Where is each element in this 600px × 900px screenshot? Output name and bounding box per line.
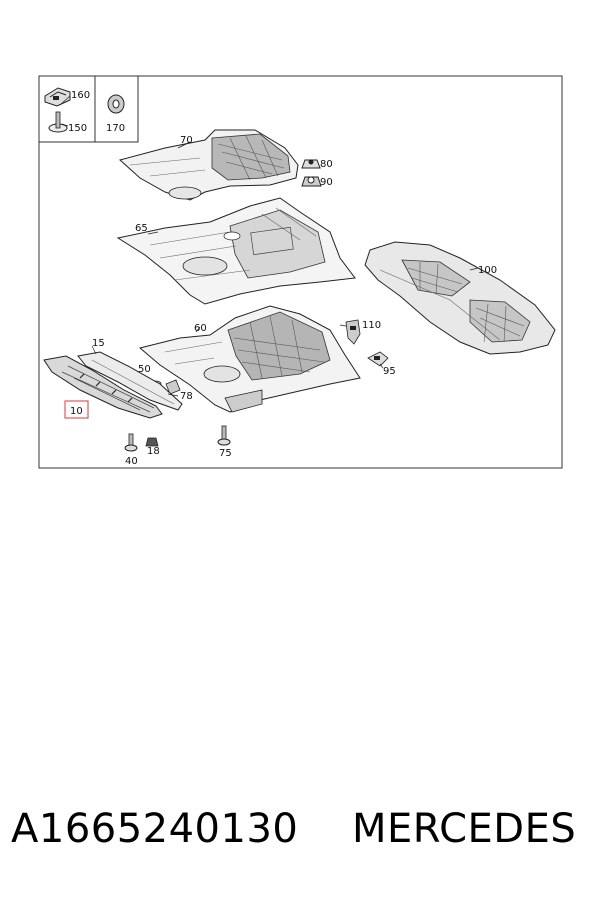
callout-60[interactable]: 60: [194, 323, 207, 334]
exploded-parts-diagram: 160 150 170 70 80 90 65 100 60 110 15 50…: [38, 75, 563, 469]
stud-150-icon: [48, 111, 68, 133]
nut-80-icon: [301, 159, 321, 169]
bolt-75-icon: [217, 425, 231, 446]
grommet-170-icon: [107, 94, 125, 114]
part-footer: A1665240130 MERCEDES: [0, 800, 600, 870]
callout-10[interactable]: 10: [70, 406, 83, 417]
callout-80[interactable]: 80: [320, 159, 333, 170]
callout-170[interactable]: 170: [106, 123, 125, 134]
callout-15[interactable]: 15: [92, 338, 105, 349]
bracket-110-icon: [345, 319, 361, 345]
callout-65[interactable]: 65: [135, 223, 148, 234]
panel-60-shape: [138, 305, 361, 413]
leader-lines: [59, 95, 479, 397]
clip-95-icon: [367, 351, 389, 367]
part-number: A1665240130: [11, 806, 299, 852]
hardware-inset-box: [39, 76, 139, 143]
panel-100-shape: [364, 241, 556, 355]
callout-110[interactable]: 110: [362, 320, 381, 331]
panel-70-shape: [118, 129, 299, 201]
bolt-40-icon: [124, 433, 138, 452]
callout-78[interactable]: 78: [180, 391, 193, 402]
callout-10-highlight[interactable]: [64, 400, 89, 419]
callout-150[interactable]: 150: [68, 123, 87, 134]
panel-10-shape: [43, 355, 163, 419]
clip-78-icon: [165, 379, 181, 395]
callout-160[interactable]: 160: [71, 90, 90, 101]
callout-70[interactable]: 70: [180, 135, 193, 146]
callout-90[interactable]: 90: [320, 177, 333, 188]
callout-40[interactable]: 40: [125, 456, 138, 467]
callout-18[interactable]: 18: [147, 446, 160, 457]
brand-name: MERCEDES: [352, 806, 577, 852]
callout-95[interactable]: 95: [383, 366, 396, 377]
panel-15-shape: [77, 351, 183, 411]
callout-75[interactable]: 75: [219, 448, 232, 459]
panel-65-shape: [116, 197, 356, 305]
nut-18-icon: [145, 437, 159, 447]
callout-50[interactable]: 50: [138, 364, 151, 375]
callout-100[interactable]: 100: [478, 265, 497, 276]
nut-90-icon: [301, 176, 322, 187]
